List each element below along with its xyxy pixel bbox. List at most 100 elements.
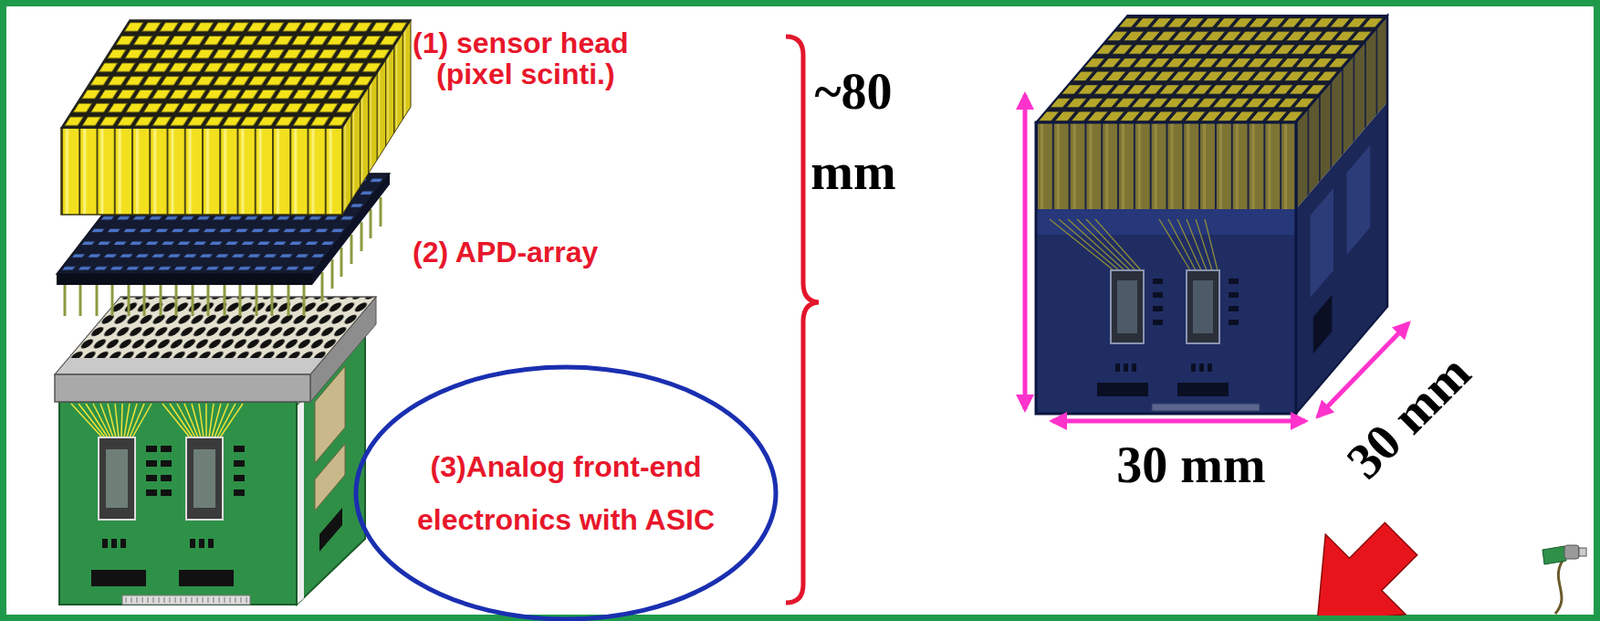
pcb-board-part-part [178,569,234,586]
assembled-module-part [1186,270,1220,344]
pcb-board-part-part [198,403,204,438]
pcb-board-part-part [160,474,172,482]
pcb-board-part [296,397,304,605]
pixel-scintillator-part-part [61,20,411,128]
assembled-module-part-part [1204,219,1218,271]
apd-array-part-part [207,284,210,316]
assembled-module-part-part [1347,145,1371,255]
apd-array-part-part [63,284,67,316]
apd-array-part-part [127,284,131,316]
apd-array-part-part [331,259,335,289]
pcb-board-part-part [132,403,152,438]
pcb-board-part-part [85,403,108,438]
assembled-module-part-part [1228,292,1239,298]
pcb-board-part-part [189,538,196,548]
pcb-board-part [193,449,216,508]
cable-icon [1542,544,1587,614]
pcb-board-part-part [146,474,157,482]
assembled-module-part [1035,122,1297,210]
assembled-module-part-part [1095,219,1141,271]
pcb-board-part-part [146,445,157,452]
base-plate-part-part [68,296,377,358]
pcb-board-part-part [233,474,245,482]
apd-array-part-part [369,209,373,239]
pixel-scintillator-part-part [61,127,343,215]
assembled-module-part-part [1077,219,1130,271]
pcb-board-part-part [198,538,205,548]
apd-array-part-part [79,284,83,316]
pcb-board-part-part [160,460,172,467]
assembled-module-part-part [1086,219,1136,271]
pixel-scintillator-part [61,127,343,215]
assembled-module-part-part [1207,363,1213,372]
node-text-box: (3)Analog front-end electronics with ASI… [353,364,779,621]
pcb-board-part-part [205,403,208,438]
pcb-board-part-part [120,538,126,548]
assembled-module-part-part [1191,363,1196,372]
dimension-label: ~80 mm [803,51,904,212]
pcb-board-part-part [111,538,117,548]
dimension-label: 30 mm [1099,436,1283,493]
pcb-board-part-part [233,460,245,467]
assembled-module-part-part [1177,382,1229,397]
pcb-board-part-part [107,403,116,438]
pcb-board-part-part [91,569,147,586]
assembled-module-part-part [1228,319,1239,325]
assembled-module-part-part [1097,382,1149,397]
assembled-module-part-part [1035,15,1388,123]
pcb-board-part-part [146,460,157,467]
apd-array-part-part [175,284,178,316]
dimension-arrows [1024,94,1409,421]
part-label: (2) APD-array [412,236,598,268]
pcb-board-part [319,507,343,552]
assembled-module-part-part [1152,319,1163,325]
base-plate-part-part [54,296,377,375]
pcb-board-part-part [233,445,245,452]
assembled-module-part-part [1152,305,1163,312]
pcb-board-part [91,445,245,586]
assembled-module-part [1192,280,1214,334]
label-slot: ~80 mm [803,51,904,212]
base-plate [54,296,377,402]
ellipse-outline [353,364,779,621]
assembled-module-part-part [1168,219,1196,271]
assembled-module-part-part [1228,305,1239,312]
assembled-module-part [1049,219,1218,271]
pixel-scintillator [61,20,411,215]
block-arrow [1276,498,1442,616]
apd-array-part-part [159,284,163,316]
assembled-module-part-part [1152,292,1163,298]
apd-array-part-part [321,271,325,302]
part-label: (1) sensor head (pixel scinti.) [412,27,678,90]
pcb-board-part [105,449,128,508]
apd-array-part-part [95,284,99,316]
pcb-board-part [122,595,251,605]
assembled-module-part [1035,234,1297,414]
assembled-module-part [1151,403,1260,411]
pcb-board-part-part [121,403,123,438]
label-slot: (2) APD-array [412,236,598,268]
pcb-board-part-part [146,489,157,496]
assembled-module-part-part [1152,278,1163,284]
base-plate-part-part [54,357,325,375]
base-plate-part [54,374,311,402]
assembled-module-part-part [1228,278,1239,284]
apd-array-part-part [271,284,274,316]
apd-array-part-part [360,221,364,251]
apd-array-part-part [303,284,306,316]
assembled-module-part-part [1199,363,1204,372]
pcb-board-part-part [102,538,108,548]
apd-array-part-part [239,284,242,316]
cable-icon-part [1542,545,1567,565]
bracket [785,36,819,603]
apd-array-part-part [350,234,354,264]
pcb-board-part-part [217,403,236,438]
apd-array-part-part [287,284,291,316]
assembled-module-part [1035,122,1297,414]
assembled-module-part-part [1159,219,1191,271]
pcb-board-part-part [78,403,105,438]
pcb-board-part [71,403,243,438]
pcb-board-part [125,596,247,603]
apd-array-part-part [255,284,259,316]
